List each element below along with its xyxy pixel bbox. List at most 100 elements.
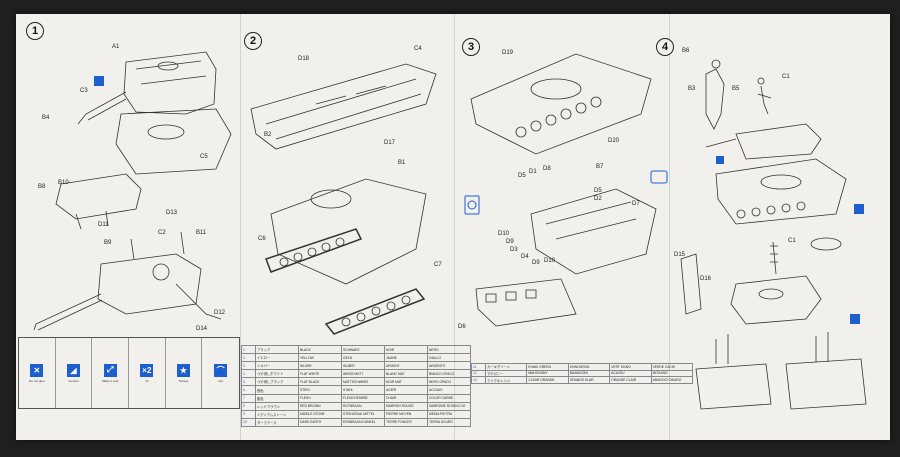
step-1-number: 1 bbox=[26, 22, 44, 40]
part-label: D3 bbox=[510, 247, 518, 253]
detail-callouts bbox=[464, 170, 668, 215]
paint-num: 8 bbox=[241, 401, 256, 411]
paint-de: FLEISCHFARBE bbox=[341, 393, 385, 403]
instruction-sheet: 1 2 3 4 A1 C3 B4 C5 B8 B10 D11 D13 B9 C2… bbox=[16, 14, 890, 440]
paint-it: NERO OPACO bbox=[427, 377, 471, 387]
paint-num: 2 bbox=[241, 353, 256, 363]
symbol-legend: ✕ Do not glue ◢ Cement ⤢ Make 2 sets ×2 … bbox=[18, 337, 240, 409]
legend-text: Tamiya bbox=[178, 378, 189, 383]
paint-en: KHAKI GREEN bbox=[526, 363, 569, 371]
paint-fr: MARRON ROUGE bbox=[384, 401, 428, 411]
part-label: B10 bbox=[58, 180, 69, 186]
paint-it: NERO bbox=[427, 344, 471, 355]
upper-hull-drawing bbox=[470, 53, 652, 155]
part-label: D20 bbox=[608, 138, 620, 144]
legend-item: ✕ Do not glue bbox=[19, 338, 56, 408]
part-label: D17 bbox=[384, 140, 396, 146]
paint-en: STEEL bbox=[298, 385, 342, 395]
part-label: D9 bbox=[532, 260, 540, 266]
paint-fr: JAUNE bbox=[384, 353, 428, 363]
paint-jp: レッドブラウン bbox=[255, 401, 299, 411]
legend-text: Cut bbox=[218, 378, 223, 383]
paint-en: RED BROWN bbox=[298, 401, 342, 411]
track-right bbox=[324, 288, 426, 335]
part-label: B4 bbox=[42, 115, 50, 121]
paint-num: 9 bbox=[241, 409, 256, 419]
paint-jp: カーキグリーン bbox=[484, 363, 528, 371]
legend-item: ⤢ Make 2 sets bbox=[92, 338, 129, 408]
paint-num: 3 bbox=[241, 361, 256, 371]
paint-jp: ダークアース bbox=[255, 417, 299, 428]
part-label: B7 bbox=[596, 164, 604, 170]
paint-en: SILVER bbox=[298, 361, 342, 371]
paint-de: ORANGE KLAR bbox=[567, 376, 611, 384]
paint-num: 1 bbox=[241, 344, 256, 355]
paint-fr: ACAJOU bbox=[609, 369, 652, 378]
part-label: B9 bbox=[104, 240, 112, 246]
fold-line bbox=[669, 14, 670, 440]
part-label: B6 bbox=[682, 48, 690, 54]
paint-it: MARRONE ROSSICCIO bbox=[427, 401, 471, 411]
paint-jp: ミディアムストーン bbox=[255, 409, 299, 419]
paint-de: SILBER bbox=[341, 361, 385, 371]
paint-de: STEINGRAU MITTEL bbox=[341, 409, 385, 419]
part-label: D16 bbox=[700, 276, 712, 282]
paint-num: 13 bbox=[471, 376, 486, 384]
paint-de: STAHL bbox=[341, 385, 385, 395]
paint-de: GELB bbox=[341, 353, 385, 363]
part-label: D5 bbox=[594, 188, 602, 194]
paint-en: FLAT BLACK bbox=[298, 377, 342, 387]
part-label: C1 bbox=[782, 74, 790, 80]
part-label: B8 bbox=[38, 184, 46, 190]
paint-fr: ORANGE CLAIR bbox=[609, 376, 652, 384]
paint-fr: NOIR MAT bbox=[384, 377, 428, 387]
part-label: C1 bbox=[788, 238, 796, 244]
paint-fr: VERT KHAKI bbox=[609, 363, 652, 371]
paint-it: ACCIAIO bbox=[427, 385, 471, 395]
spring-drawing bbox=[770, 241, 778, 275]
part-label: C6 bbox=[258, 236, 266, 242]
step-3-number: 3 bbox=[462, 38, 480, 56]
paint-num: 12 bbox=[471, 369, 486, 378]
part-label: D10 bbox=[498, 231, 510, 237]
turret-drawing bbox=[123, 51, 217, 115]
part-label: D11 bbox=[98, 222, 109, 228]
part-label: C5 bbox=[200, 154, 208, 160]
paint-num: 6 bbox=[241, 385, 256, 395]
paint-fr: ACIER bbox=[384, 385, 428, 395]
paint-jp: シルバー bbox=[255, 361, 299, 371]
paint-jp: マホガニー bbox=[484, 369, 528, 378]
part-label: D9 bbox=[506, 239, 514, 245]
paint-it: ARGENTO bbox=[427, 361, 471, 371]
paint-num: 4 bbox=[241, 369, 256, 379]
part-label: D5 bbox=[518, 173, 526, 179]
paint-en: MIDDLE STONE bbox=[298, 409, 342, 419]
paint-it: VERDE CACHI bbox=[650, 363, 694, 371]
cut-icon: ⌒ bbox=[214, 363, 228, 377]
paint-en: FLAT WHITE bbox=[298, 369, 342, 379]
paint-fr: CHAIR bbox=[384, 393, 428, 403]
paint-en: BLACK bbox=[298, 344, 342, 355]
part-label: D6 bbox=[458, 324, 466, 330]
make-sets-icon: ⤢ bbox=[103, 363, 117, 377]
part-label: C3 bbox=[80, 88, 88, 94]
rear-hull-drawing bbox=[530, 188, 657, 275]
paint-num: 10 bbox=[241, 417, 256, 428]
paint-fr: ARGENT bbox=[384, 361, 428, 371]
fold-line bbox=[240, 14, 241, 440]
paint-fr: PIERRE MOYEN bbox=[384, 409, 428, 419]
figure-drawing bbox=[705, 68, 725, 130]
part-label: D2 bbox=[594, 196, 602, 202]
paint-de: MATTSCHWARZ bbox=[341, 377, 385, 387]
paint-it: MEDIA PIETRA bbox=[427, 409, 471, 419]
paint-jp: ブラック bbox=[255, 344, 299, 355]
paint-jp: 鉄色 bbox=[255, 385, 299, 395]
